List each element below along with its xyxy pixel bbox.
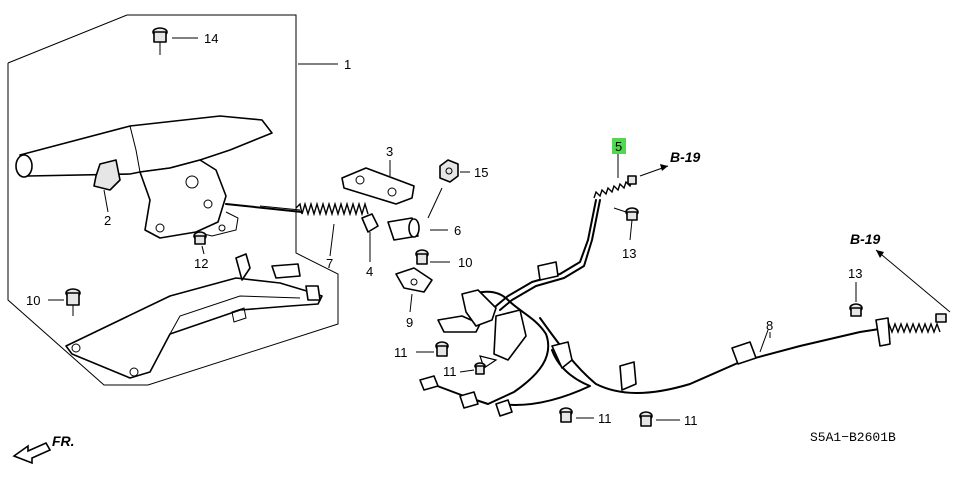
callout-11-d: 11 xyxy=(684,413,698,428)
bolt-part-11-d xyxy=(639,411,680,427)
callout-10-middle: 10 xyxy=(458,255,472,270)
callout-13-upper: 13 xyxy=(622,246,636,261)
callout-11-a: 11 xyxy=(394,345,408,360)
front-label: FR. xyxy=(52,433,75,449)
bolt-part-13-right xyxy=(849,286,863,317)
callout-11-b: 11 xyxy=(443,364,457,379)
parking-brake-lever xyxy=(15,115,273,239)
callout-1: 1 xyxy=(344,57,351,72)
callout-9: 9 xyxy=(406,315,413,330)
bolt-part-12 xyxy=(193,231,207,255)
callout-14: 14 xyxy=(204,31,218,46)
bolt-part-11-b xyxy=(459,362,486,375)
bolt-part-11-c xyxy=(559,407,594,423)
bolt-part-11-a xyxy=(416,341,449,357)
nut-part-15 xyxy=(439,159,470,183)
adjusting-rod-spring xyxy=(225,201,369,217)
lever-bracket xyxy=(65,253,323,379)
bushing-part-6 xyxy=(387,187,448,241)
callout-5: 5 xyxy=(615,139,622,154)
callout-15: 15 xyxy=(474,165,488,180)
callout-3: 3 xyxy=(386,144,393,159)
front-arrow: FR. xyxy=(12,433,75,465)
bolt-part-14 xyxy=(152,27,198,55)
cable-end-part-5 xyxy=(593,152,669,199)
callout-8: 8 xyxy=(766,318,773,333)
leader-lines xyxy=(298,63,857,338)
callout-7: 7 xyxy=(326,256,333,271)
sleeve-part-4 xyxy=(361,213,379,262)
callout-6: 6 xyxy=(454,223,461,238)
bolt-part-10-left xyxy=(48,288,81,316)
callout-11-c: 11 xyxy=(598,411,612,426)
assembly-boundary xyxy=(7,14,339,386)
callout-2: 2 xyxy=(104,213,111,228)
callout-labels: 1 2 3 4 5 6 7 8 9 10 10 11 11 11 11 12 1… xyxy=(26,31,862,428)
highlight-box xyxy=(612,138,626,154)
reference-b19-right[interactable]: B-19 xyxy=(850,231,881,247)
callout-13-right: 13 xyxy=(848,266,862,281)
diagram-code: S5A1−B2601B xyxy=(810,430,896,445)
bolt-part-13-upper xyxy=(613,207,639,241)
bracket-part-9 xyxy=(395,267,433,313)
equalizer-part-3 xyxy=(341,160,415,205)
callout-12: 12 xyxy=(194,256,208,271)
clip-part-2 xyxy=(93,159,121,213)
brake-cables xyxy=(419,199,951,417)
reference-b19-upper[interactable]: B-19 xyxy=(670,149,701,165)
callout-10-left: 10 xyxy=(26,293,40,308)
callout-4: 4 xyxy=(366,264,373,279)
bolt-part-10-middle xyxy=(415,249,450,265)
